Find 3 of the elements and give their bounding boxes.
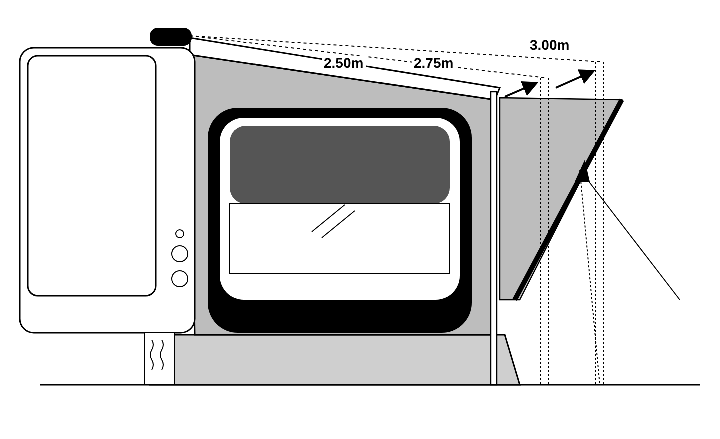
dimension-label: 2.75m	[412, 56, 456, 70]
dimension-label: 2.50m	[322, 56, 366, 70]
dimension-label: 3.00m	[528, 38, 572, 52]
